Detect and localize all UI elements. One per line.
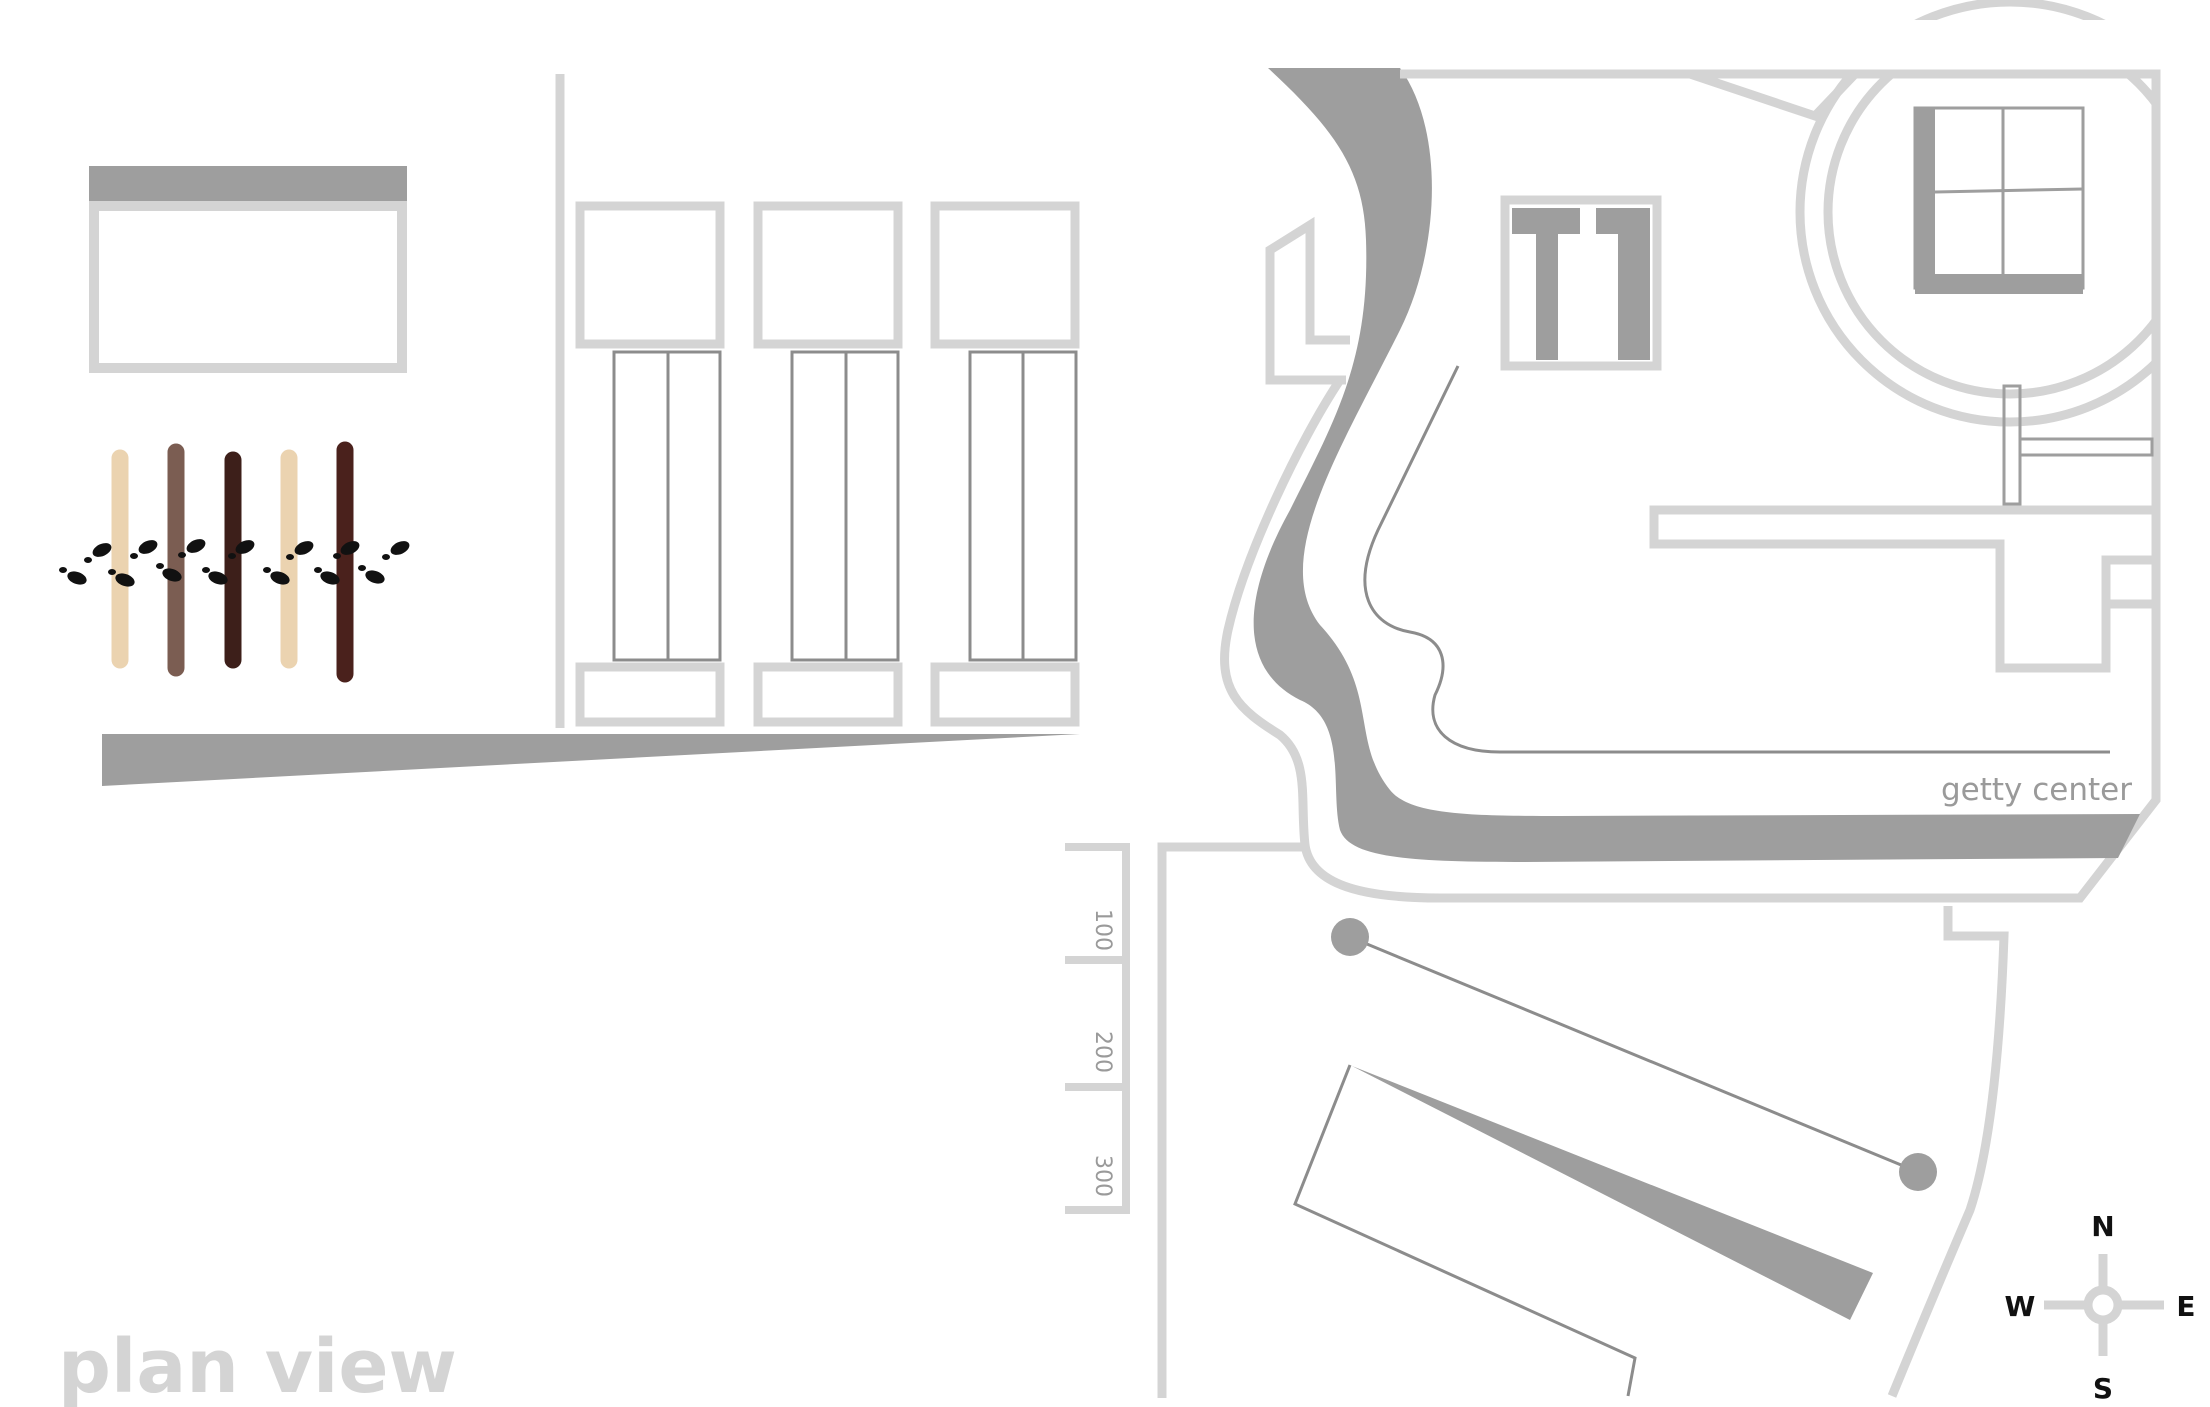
road-west: [1157, 842, 1305, 1398]
sight-point-end: [1899, 1153, 1937, 1191]
garden-stem: [2002, 384, 2022, 506]
site-label: getty center: [1941, 772, 2132, 808]
garden-ring-inner: [1823, 25, 2197, 399]
maze-solid: [1915, 108, 2083, 294]
platform-outline: [1293, 1064, 1637, 1397]
garden-ring-mask-top: [1800, 20, 2210, 70]
column-cap-2: [753, 201, 903, 349]
platform-wedge: [1352, 1066, 1873, 1320]
garden-ring-outer: [1795, 0, 2210, 427]
compass-north: N: [2091, 1210, 2114, 1243]
column-cap-3: [930, 201, 1080, 349]
column-base-3: [930, 662, 1080, 727]
main-walkway: [1253, 68, 2140, 862]
compass-west: W: [2005, 1290, 2036, 1323]
pavilion-core: [1512, 208, 1650, 360]
pavilion-outline: [1500, 195, 1662, 371]
scale-mark-100: 100: [1090, 909, 1115, 951]
entry-notch: [1265, 216, 1350, 385]
site-boundary: [1220, 69, 2161, 903]
sight-point-start: [1331, 918, 1369, 956]
garden-arm: [2018, 437, 2154, 457]
terrace-wall: [1649, 505, 2156, 673]
sight-line: [1349, 935, 1919, 1174]
footprint-trail: [59, 539, 410, 587]
compass-rose: N S W E: [2005, 1210, 2196, 1405]
footpath-line: [1363, 365, 2110, 754]
page-title: plan view: [58, 1324, 457, 1407]
scale-bar: 100 200 300: [1065, 843, 1130, 1214]
building-roof-band: [89, 166, 407, 202]
compass-east: E: [2176, 1290, 2195, 1323]
building-outline: [89, 201, 407, 373]
scale-mark-300: 300: [1090, 1155, 1115, 1197]
column-cap-1: [575, 201, 725, 349]
column-section: [555, 74, 1080, 728]
ground-wedge: [102, 734, 1080, 786]
compass-south: S: [2093, 1372, 2113, 1405]
scale-mark-200: 200: [1090, 1031, 1115, 1073]
site-map: getty center 100 200 300 N S W E: [1065, 0, 2210, 1405]
column-base-2: [753, 662, 903, 727]
road-east: [1887, 906, 2009, 1398]
column-base-1: [575, 662, 725, 727]
maze-frame: [1913, 106, 2085, 290]
garden-ring-mask: [2160, 0, 2210, 500]
post-row: [111, 441, 354, 683]
detail-panel: [59, 166, 1080, 786]
